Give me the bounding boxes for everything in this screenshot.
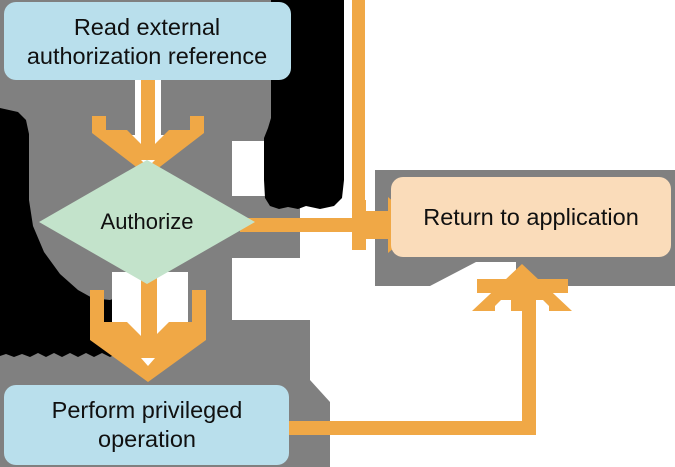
node-label-authorize: Authorize [101,209,194,234]
node-label-perform-line1: Perform privileged [52,397,243,423]
connector-authorize-to-perform [90,268,206,382]
node-label-return-to-application: Return to application [423,204,639,230]
ink-annotation-left-upper [0,108,96,300]
node-label-perform-line2: operation [98,426,196,452]
node-label-read-line1: Read external [74,14,220,40]
node-label-read-line2: authorization reference [27,43,267,69]
node-return-to-application[interactable]: Return to application [391,177,671,257]
node-authorize[interactable]: Authorize [39,160,255,284]
node-perform-privileged-operation[interactable]: Perform privileged operation [4,385,289,465]
connector-inbound-top [352,0,365,205]
connector-perform-to-return [288,264,572,435]
node-read-external-authorization-reference[interactable]: Read external authorization reference [4,2,291,80]
connector-read-to-authorize [92,80,204,176]
